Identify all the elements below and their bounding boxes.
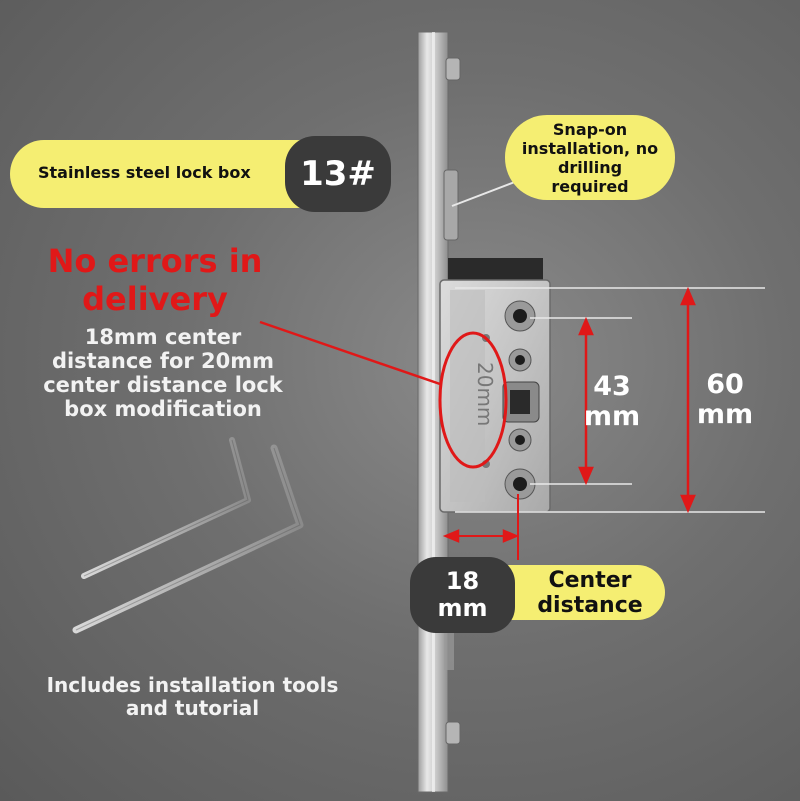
headline-line-2: delivery	[82, 280, 228, 318]
modification-line-2: distance for 20mm	[51, 349, 275, 373]
center-distance-line-1: Center	[548, 568, 632, 593]
tools-line-1: Includes installation tools	[46, 673, 339, 697]
center-distance-label: Center distance	[520, 568, 660, 618]
snap-on-pointer	[451, 179, 521, 207]
modification-line-1: 18mm center	[84, 325, 242, 349]
dimension-60-value: 60	[706, 369, 744, 400]
modification-text: 18mm center distance for 20mm center dis…	[18, 325, 308, 421]
modification-line-3: center distance lock	[43, 373, 283, 397]
headline: No errors in delivery	[20, 242, 290, 318]
tools-line-2: and tutorial	[125, 696, 260, 720]
dimension-43-value: 43	[593, 371, 631, 402]
headline-line-1: No errors in	[47, 242, 263, 280]
center-distance-line-2: distance	[537, 593, 643, 618]
engraving-highlight	[259, 320, 508, 469]
engraving-text: 20mm	[473, 362, 497, 426]
lock-box-number-badge: 13#	[285, 136, 391, 212]
dimension-60-unit: mm	[696, 399, 754, 430]
center-distance-unit: mm	[437, 594, 488, 622]
dimension-43-label: 43 mm	[582, 372, 642, 432]
lock-box-label-pill	[10, 140, 330, 208]
lock-box-label: Stainless steel lock box	[38, 163, 251, 182]
dimension-43-unit: mm	[583, 401, 641, 432]
center-distance-value: 18	[445, 567, 480, 595]
modification-line-4: box modification	[64, 397, 262, 421]
snap-on-callout: Snap-on installation, no drilling requir…	[505, 115, 675, 200]
center-distance-badge: 18 mm	[410, 557, 515, 633]
snap-on-text: Snap-on installation, no drilling requir…	[521, 119, 659, 196]
dimension-lines	[442, 286, 765, 560]
tools-text: Includes installation tools and tutorial	[30, 674, 355, 720]
hex-keys	[72, 437, 304, 634]
dimension-60-label: 60 mm	[690, 370, 760, 430]
